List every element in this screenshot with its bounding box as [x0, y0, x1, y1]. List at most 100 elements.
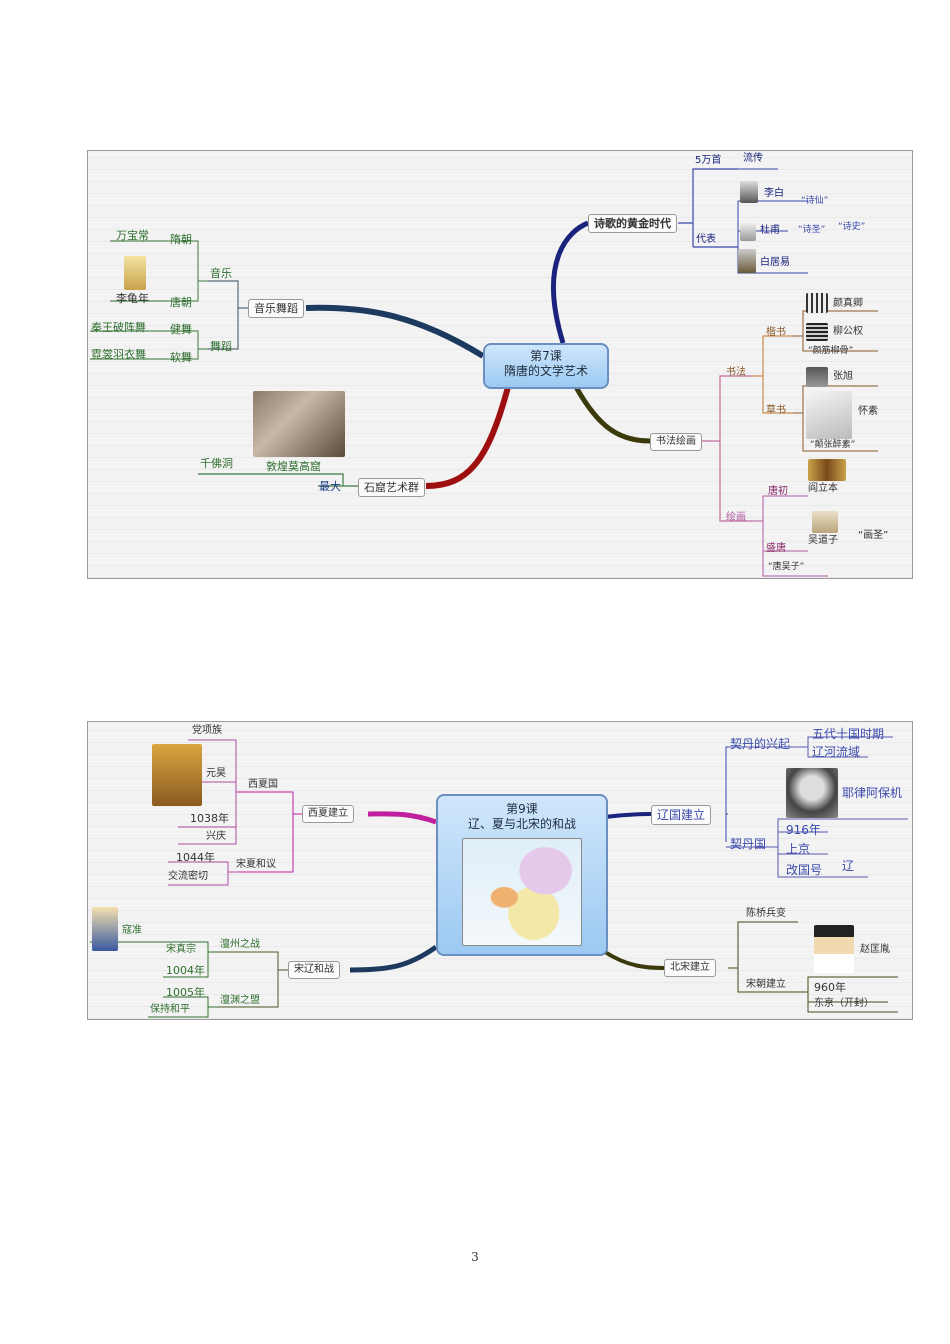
node-grotto-art: 石窟艺术群	[358, 478, 425, 498]
center-node-lesson-9: 第9课 辽、夏与北宋的和战	[436, 794, 608, 956]
paint-early: 唐初	[768, 486, 788, 497]
paint-sheng: 盛唐	[766, 543, 786, 554]
paint-tangwu: “唐吴子”	[768, 562, 805, 572]
page-number: 3	[471, 1250, 479, 1264]
poetry-count: 5万首	[695, 155, 722, 166]
dufu-title-2: “诗史”	[838, 222, 866, 232]
songliao-zhenzong: 宋真宗	[166, 944, 196, 955]
liao-capital: 上京	[786, 842, 811, 856]
node-calligraphy-painting: 书法绘画	[650, 433, 702, 451]
poetry-spread: 流传	[743, 153, 763, 164]
center2-line2: 辽、夏与北宋的和战	[467, 817, 576, 831]
liao-rise: 契丹的兴起	[730, 737, 791, 751]
mogao-grotto-photo	[253, 391, 345, 457]
huai-su-calligraphy	[806, 391, 852, 439]
dance-jian: 健舞	[170, 323, 192, 336]
xixia-yuanhao: 元昊	[206, 768, 226, 779]
dance-ruan: 软舞	[170, 351, 192, 364]
abaoji-portrait	[786, 768, 838, 818]
liao-liao: 辽	[842, 859, 855, 873]
grotto-qf: 千佛洞	[200, 457, 233, 470]
mindmap-1-branches	[90, 168, 878, 577]
songliao-y1004: 1004年	[166, 964, 205, 977]
songliao-battle: 澶州之战	[220, 939, 260, 950]
baijuyi-portrait	[738, 249, 756, 273]
music-tang: 唐朝	[170, 296, 192, 309]
paint-wu: 吴道子	[808, 535, 838, 546]
songliao-kou: 寇准	[122, 925, 142, 936]
xixia-close: 交流密切	[168, 871, 208, 882]
xixia-dangxiang: 党项族	[192, 725, 222, 736]
calli-liu: 柳公权	[833, 326, 863, 337]
node-northern-song-founding: 北宋建立	[664, 959, 716, 977]
yuanhao-statue	[152, 744, 202, 806]
center-line2: 隋唐的文学艺术	[503, 364, 588, 378]
music-sui: 隋朝	[170, 233, 192, 246]
zhang-xu-calligraphy	[806, 367, 828, 387]
wu-daozi-painting	[812, 511, 838, 533]
mindmap-2-branches	[90, 736, 908, 1018]
music-label: 音乐	[210, 267, 232, 280]
mindmap-lesson-7: 第7课 隋唐的文学艺术 诗歌的黄金时代 5万首 流传 代表 李白 “诗仙” 杜甫…	[87, 150, 913, 579]
center-node-lesson-7: 第7课 隋唐的文学艺术	[483, 343, 609, 389]
dance-qin: 秦王破阵舞	[91, 321, 146, 334]
libai-name: 李白	[764, 188, 784, 199]
center-line1: 第7课	[530, 349, 562, 363]
liao-state: 契丹国	[730, 837, 767, 851]
libai-portrait	[740, 181, 758, 203]
libai-title: “诗仙”	[801, 196, 829, 206]
songliao-treaty: 澶渊之盟	[220, 995, 260, 1006]
dance-label: 舞蹈	[210, 340, 232, 353]
baijuyi-name: 白居易	[760, 257, 790, 268]
liao-five: 五代十国时期	[812, 727, 885, 741]
yan-zhenqing-calligraphy	[806, 293, 828, 313]
calli-dz: “颠张醉素”	[810, 440, 856, 450]
song-liao-xia-map	[462, 838, 582, 946]
music-li: 李龟年	[116, 292, 149, 305]
songliao-y1005: 1005年	[166, 986, 205, 999]
li-guinian-portrait	[124, 256, 146, 290]
liao-abaoji: 耶律阿保机	[842, 786, 903, 800]
liao-rename: 改国号	[786, 863, 823, 877]
mindmap-lesson-9: 第9课 辽、夏与北宋的和战 西夏建立 西夏国 党项族 元昊 1038年 兴庆 宋…	[87, 721, 913, 1020]
calli-hs: 怀素	[858, 406, 878, 417]
liao-river: 辽河流域	[812, 745, 861, 759]
dufu-name: 杜甫	[760, 225, 780, 236]
song-found: 宋朝建立	[746, 979, 786, 990]
song-y960: 960年	[814, 981, 846, 994]
center2-line1: 第9课	[506, 802, 538, 816]
node-song-liao-war-peace: 宋辽和战	[288, 961, 340, 979]
dufu-portrait	[740, 223, 756, 241]
calli-kai: 楷书	[766, 327, 786, 338]
paint-hs2: “画圣”	[858, 530, 889, 541]
kou-zhun-portrait	[92, 907, 118, 951]
grotto-dh: 敦煌莫高窟	[266, 460, 321, 473]
songliao-keep: 保持和平	[150, 1004, 190, 1015]
zhao-kuangyin-portrait	[814, 925, 854, 973]
node-poetry-golden-age: 诗歌的黄金时代	[588, 214, 677, 234]
yan-liben-painting	[808, 459, 846, 481]
node-xixia-founding: 西夏建立	[302, 805, 354, 823]
dance-ni: 霓裳羽衣舞	[91, 348, 146, 361]
calli-cao: 草书	[766, 405, 786, 416]
grotto-max: 最大	[319, 480, 341, 493]
calli-zx: 张旭	[833, 371, 853, 382]
song-yang: 陈桥兵变	[746, 908, 786, 919]
calli-yan: 颜真卿	[833, 298, 863, 309]
xixia-peace: 宋夏和议	[236, 859, 276, 870]
song-zhao: 赵匡胤	[860, 944, 890, 955]
music-wan: 万宝常	[116, 229, 149, 242]
calli-label: 书法	[726, 367, 746, 378]
song-dongjing: 东京（开封）	[814, 998, 874, 1009]
xixia-y1038: 1038年	[190, 812, 229, 825]
node-liao-founding: 辽国建立	[651, 805, 712, 826]
xixia-xingqing: 兴庆	[206, 831, 226, 842]
xixia-country: 西夏国	[248, 779, 278, 790]
xixia-y1044: 1044年	[176, 851, 215, 864]
calli-yl: “颜筋柳骨”	[808, 346, 854, 356]
dufu-title-1: “诗圣”	[798, 225, 826, 235]
paint-yan-lb: 阎立本	[808, 483, 838, 494]
liu-gongquan-calligraphy	[806, 323, 828, 341]
liao-y916: 916年	[786, 823, 821, 837]
paint-label: 绘画	[726, 512, 746, 523]
